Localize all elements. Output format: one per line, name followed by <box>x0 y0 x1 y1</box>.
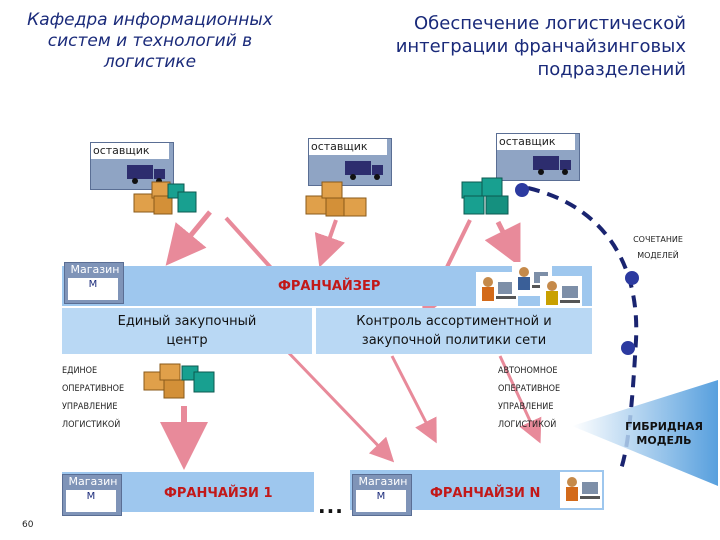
supplier-2: оставщик <box>308 138 392 186</box>
franchisee-n-title: ФРАНЧАЙЗИ N <box>430 486 541 501</box>
autonomous-line: ОПЕРАТИВНОЕ <box>498 384 561 394</box>
goods-boxes-icon <box>143 363 215 399</box>
store-label: Магазин <box>358 475 408 488</box>
arrow-supplier1-franchisor <box>165 210 212 266</box>
combination-line2: МОДЕЛЕЙ <box>637 251 679 260</box>
assortment-control-box: Контроль ассортиментной и закупочной пол… <box>316 308 592 354</box>
purchasing-center-box: Единый закупочный центр <box>62 308 312 354</box>
workstation-icon <box>540 276 582 312</box>
hybrid-node-mid <box>621 341 635 355</box>
single-line: УПРАВЛЕНИЕ <box>62 402 118 412</box>
workstation-icon <box>560 472 602 508</box>
single-line: ОПЕРАТИВНОЕ <box>62 384 125 394</box>
store-card: М <box>66 490 116 512</box>
autonomous-line: УПРАВЛЕНИЕ <box>498 402 554 412</box>
hybrid-node-top <box>515 183 529 197</box>
hybrid-cone-shape <box>572 380 718 486</box>
department-title: Кафедра информационных систем и технолог… <box>27 10 273 72</box>
arrow-supplier2-purchasing <box>314 219 346 268</box>
hybrid-node-right <box>625 271 639 285</box>
hybrid-model-label: ГИБРИДНАЯ МОДЕЛЬ <box>612 420 716 448</box>
franchisor-store: Магазин М <box>64 262 124 304</box>
arrow-center-franchiseeN-a <box>284 348 395 463</box>
arrow-supplier3-control <box>484 220 521 267</box>
assortment-control-text: Контроль ассортиментной и закупочной пол… <box>356 314 552 348</box>
page-title: Обеспечение логистической интеграции фра… <box>395 13 686 80</box>
workstation-icon <box>476 272 518 308</box>
store-card: М <box>68 278 118 300</box>
purchasing-center-text: Единый закупочный центр <box>117 314 257 348</box>
goods-boxes-icon <box>133 181 197 215</box>
arrow-center-franchiseeN-b <box>390 355 437 444</box>
franchisor-title: ФРАНЧАЙЗЕР <box>278 279 381 294</box>
supplier-label: оставщик <box>309 139 387 155</box>
goods-boxes-icon <box>305 181 367 217</box>
supplier-label: оставщик <box>497 134 575 150</box>
franchisee-1-store: Магазин М <box>62 474 122 516</box>
single-line: ЕДИНОЕ <box>62 366 98 376</box>
combination-line1: СОЧЕТАНИЕ <box>633 235 683 244</box>
truck-icon <box>345 161 383 180</box>
franchisee-n-store: Магазин М <box>352 474 412 516</box>
autonomous-line: ЛОГИСТИКОЙ <box>498 420 557 430</box>
truck-icon <box>533 156 571 175</box>
arrow-center-franchiseeN-c <box>498 355 542 444</box>
supplier-3: оставщик <box>496 133 580 181</box>
page-number: 60 <box>22 520 34 530</box>
hybrid-line2: МОДЕЛЬ <box>636 434 692 447</box>
store-label: Магазин <box>70 263 120 276</box>
franchisee-1-title: ФРАНЧАЙЗИ 1 <box>164 486 273 501</box>
hybrid-line1: ГИБРИДНАЯ <box>625 420 703 433</box>
goods-boxes-icon <box>461 177 509 215</box>
autonomous-line: АВТОНОМНОЕ <box>498 366 558 376</box>
single-management-label: ЕДИНОЕ ОПЕРАТИВНОЕ УПРАВЛЕНИЕ ЛОГИСТИКОЙ <box>62 362 124 434</box>
franchisees-ellipsis: ... <box>318 494 344 518</box>
truck-icon <box>127 165 165 184</box>
store-label: Магазин <box>68 475 118 488</box>
supplier-label: оставщик <box>91 143 169 159</box>
autonomous-management-label: АВТОНОМНОЕ ОПЕРАТИВНОЕ УПРАВЛЕНИЕ ЛОГИСТ… <box>498 362 560 434</box>
combination-label: СОЧЕТАНИЕ МОДЕЛЕЙ <box>618 232 698 264</box>
single-line: ЛОГИСТИКОЙ <box>62 420 121 430</box>
store-card: М <box>356 490 406 512</box>
